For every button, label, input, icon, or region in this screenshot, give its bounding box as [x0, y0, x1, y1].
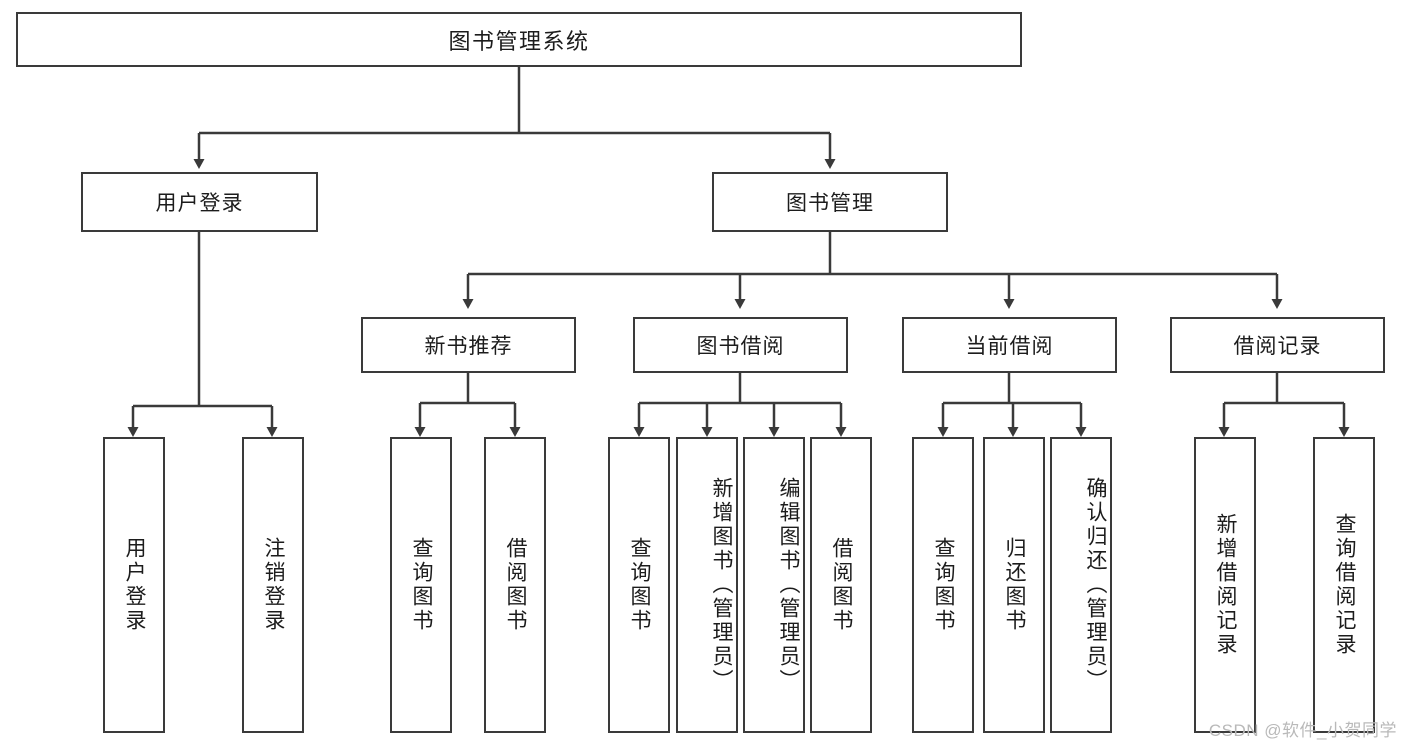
leaf-borrow-edit-book-admin[interactable]: 编辑图书（管理员）: [743, 437, 805, 733]
node-label: 新增借阅记录: [1214, 513, 1237, 657]
node-label: 借阅图书: [504, 537, 527, 633]
leaf-records-add-record[interactable]: 新增借阅记录: [1194, 437, 1256, 733]
node-label: 借阅图书: [830, 537, 853, 633]
node-root-system[interactable]: 图书管理系统: [16, 12, 1022, 67]
node-label: 查询图书: [628, 537, 651, 633]
node-label: 新书推荐: [424, 335, 513, 358]
node-label: 编辑图书（管理员）: [777, 477, 800, 693]
node-current-borrow[interactable]: 当前借阅: [902, 317, 1117, 373]
leaf-borrow-add-book-admin[interactable]: 新增图书（管理员）: [676, 437, 738, 733]
leaf-borrow-borrow-book[interactable]: 借阅图书: [810, 437, 872, 733]
node-label: 图书借阅: [696, 335, 785, 358]
node-label: 查询图书: [410, 537, 433, 633]
node-label: 借阅记录: [1233, 335, 1322, 358]
node-label: 用户登录: [155, 192, 244, 215]
node-new-book-recommend[interactable]: 新书推荐: [361, 317, 576, 373]
node-borrow-records[interactable]: 借阅记录: [1170, 317, 1385, 373]
leaf-current-return-book[interactable]: 归还图书: [983, 437, 1045, 733]
node-label: 确认归还（管理员）: [1084, 477, 1107, 693]
leaf-recommend-borrow-book[interactable]: 借阅图书: [484, 437, 546, 733]
node-label: 查询借阅记录: [1333, 513, 1356, 657]
leaf-records-query-record[interactable]: 查询借阅记录: [1313, 437, 1375, 733]
node-label: 查询图书: [932, 537, 955, 633]
node-label: 归还图书: [1003, 537, 1026, 633]
node-book-management[interactable]: 图书管理: [712, 172, 948, 232]
node-label: 用户登录: [123, 537, 146, 633]
leaf-current-confirm-return-admin[interactable]: 确认归还（管理员）: [1050, 437, 1112, 733]
node-book-borrow[interactable]: 图书借阅: [633, 317, 848, 373]
leaf-borrow-query-book[interactable]: 查询图书: [608, 437, 670, 733]
leaf-user-login-logout[interactable]: 注销登录: [242, 437, 304, 733]
node-label: 注销登录: [262, 537, 285, 633]
node-label: 新增图书（管理员）: [710, 477, 733, 693]
node-label: 图书管理: [786, 192, 874, 215]
leaf-user-login-login[interactable]: 用户登录: [103, 437, 165, 733]
node-user-login[interactable]: 用户登录: [81, 172, 318, 232]
node-label: 当前借阅: [965, 335, 1054, 358]
node-label: 图书管理系统: [448, 28, 590, 54]
leaf-current-query-book[interactable]: 查询图书: [912, 437, 974, 733]
watermark-text: CSDN @软件_小贺同学: [1208, 721, 1397, 740]
leaf-recommend-query-book[interactable]: 查询图书: [390, 437, 452, 733]
